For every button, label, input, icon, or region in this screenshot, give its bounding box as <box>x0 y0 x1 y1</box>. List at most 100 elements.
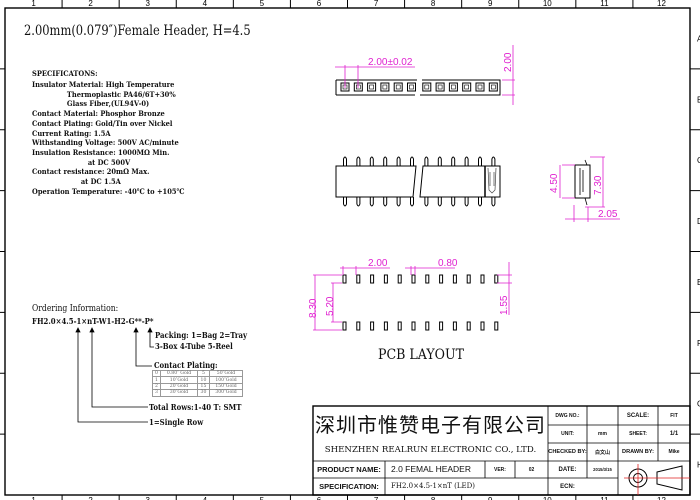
title-block-grid <box>312 405 691 496</box>
pin <box>383 156 388 166</box>
ver-value: 02 <box>528 466 535 473</box>
contact-cavity <box>424 84 430 90</box>
sheet-label: SHEET: <box>629 431 647 437</box>
plating-cell: 30 <box>196 389 210 397</box>
contact-cavity <box>490 84 496 90</box>
dimension-lines <box>313 45 620 331</box>
pin <box>369 197 374 207</box>
contact-cavity <box>464 84 470 90</box>
top-view <box>335 79 501 96</box>
plating-heading: Contact Plating: <box>154 360 218 370</box>
pcb-pad <box>411 321 416 331</box>
spec-line: Glass Fiber,(UL94V-0) <box>32 99 150 109</box>
row-letter: G <box>697 400 700 409</box>
column-number: 1 <box>31 0 36 8</box>
pcb-pad <box>383 274 388 284</box>
pin <box>356 156 361 166</box>
spec-line: Thermoplastic PA46/6T+30% <box>32 89 176 99</box>
contact-cavity <box>395 84 401 90</box>
spec-heading: SPECIFICATONS: <box>32 69 98 78</box>
spec-line: Current Rating: 1.5A <box>32 128 111 138</box>
date-value: 2015/3/15 <box>593 467 612 472</box>
pcb-pad <box>466 274 471 284</box>
contact-cavity <box>369 84 374 90</box>
side-view <box>574 159 591 206</box>
pin <box>464 197 469 207</box>
pcb-pad <box>439 274 444 284</box>
single-row: 1=Single Row <box>149 417 204 427</box>
ecn-label: ECN: <box>560 483 575 490</box>
pcb-pad <box>452 321 457 331</box>
pin <box>491 156 496 166</box>
column-number: 6 <box>317 0 322 8</box>
column-number: 5 <box>260 0 265 8</box>
dwg-no-label: DWG NO.: <box>555 412 580 419</box>
drawing-title: 2.00mm(0.079″)Female Header, H=4.5 <box>24 23 251 39</box>
pin <box>356 197 361 207</box>
pcb-pad <box>439 321 444 331</box>
row-letter: D <box>697 217 700 226</box>
plating-cell: 300″Gold <box>208 389 244 397</box>
contact-cavity <box>488 82 498 92</box>
spec-line: Contact Material: Phosphor Bronze <box>32 109 165 119</box>
pcb-pad <box>397 274 402 284</box>
pcb-pad <box>425 321 430 331</box>
pcb-pad <box>397 321 402 331</box>
spec-line: Withstanding Voltage: 500V AC/minute <box>32 138 179 148</box>
column-number: 8 <box>431 0 436 8</box>
pcb-pad <box>356 274 361 284</box>
specification-label: SPECIFICATION: <box>319 482 379 491</box>
dim-side-total: 7.30 <box>593 175 604 195</box>
pcb-pad <box>370 274 375 284</box>
contact-cavity <box>393 82 403 92</box>
dim-pcb-inner: 5.20 <box>325 296 336 316</box>
column-number: 3 <box>145 496 150 500</box>
row-letter: E <box>697 278 700 287</box>
pin <box>437 156 442 166</box>
contact-cavity <box>409 84 414 90</box>
dim-pcb-outer: 8.30 <box>308 298 319 318</box>
contact-cavity <box>448 82 458 92</box>
pcb-pad <box>494 274 499 284</box>
column-number: 2 <box>88 0 93 8</box>
spec-line: at DC 500V <box>32 157 131 167</box>
column-number: 8 <box>431 496 436 500</box>
pin <box>410 156 414 166</box>
pcb-pad <box>411 274 416 284</box>
plating-cell: 30″Gold <box>160 389 198 397</box>
packing-line-1: Packing: 1=Bag 2=Tray <box>155 330 248 340</box>
contact-cavity <box>451 84 456 90</box>
spec-line: Contact Plating: Gold/Tin over Nickel <box>32 118 173 128</box>
plating-cell: 150″Gold <box>208 382 244 391</box>
pin <box>396 197 401 207</box>
specification-value: FH2.0×4.5-1×nT (LED) <box>391 482 476 490</box>
scale-label: SCALE: <box>626 412 650 419</box>
column-number: 11 <box>600 496 609 500</box>
plating-cell: 50″Gold <box>208 369 244 378</box>
row-letter: F <box>697 339 700 348</box>
column-number: 5 <box>260 496 265 500</box>
row-letter: C <box>697 156 700 165</box>
pcb-pad <box>342 321 347 331</box>
column-number: 10 <box>543 0 552 8</box>
packing-line-2: 3-Box 4-Tube 5-Reel <box>155 341 233 351</box>
column-number: 9 <box>488 496 493 500</box>
dim-pitch-top: 2.00±0.02 <box>368 57 413 68</box>
spec-line: Contact resistance: 20mΩ Max. <box>32 167 150 177</box>
dim-pcb-pitch: 2.00 <box>368 258 388 269</box>
column-number: 4 <box>203 0 208 8</box>
contact-cavity <box>477 84 483 90</box>
pcb-layout-label: PCB LAYOUT <box>378 347 465 363</box>
row-letter: H <box>697 461 700 470</box>
ver-label: VER: <box>494 466 506 473</box>
sheet-value: 1/1 <box>669 431 679 437</box>
pcb-pad <box>480 321 485 331</box>
pin <box>369 156 374 166</box>
unit-label: UNIT: <box>561 431 574 437</box>
total-rows: Total Rows:1-40 T: SMT <box>149 402 242 412</box>
pcb-pad <box>480 274 485 284</box>
column-number: 4 <box>203 496 208 500</box>
